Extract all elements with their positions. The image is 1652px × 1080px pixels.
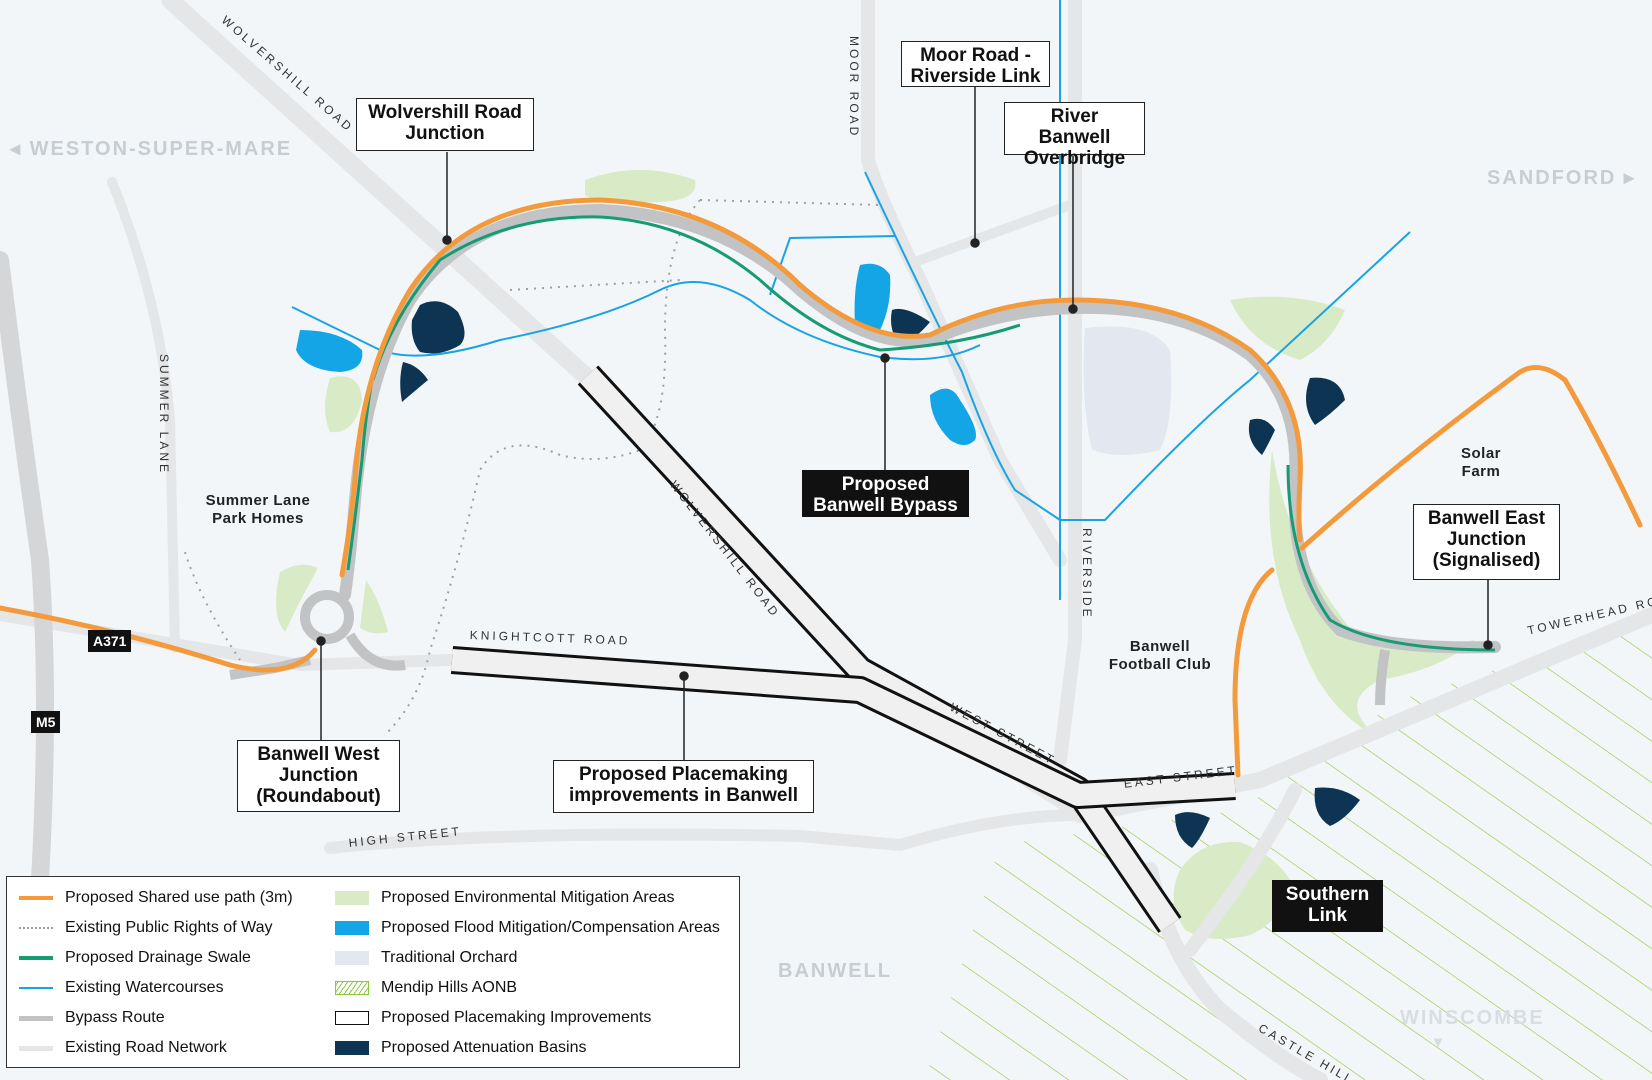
legend-item-road-network: Existing Road Network bbox=[19, 1039, 227, 1057]
road-moor: MOOR ROAD bbox=[847, 36, 861, 139]
legend-label: Existing Road Network bbox=[65, 1039, 227, 1056]
legend-item-drainage-swale: Proposed Drainage Swale bbox=[19, 949, 251, 967]
callout-west-junction: Banwell West Junction (Roundabout) bbox=[237, 740, 400, 812]
legend-label: Traditional Orchard bbox=[381, 949, 518, 966]
legend-item-aonb: Mendip Hills AONB bbox=[335, 979, 517, 997]
legend-item-orchard: Traditional Orchard bbox=[335, 949, 517, 967]
legend-label: Proposed Drainage Swale bbox=[65, 949, 251, 966]
legend-item-flood-mitigation: Proposed Flood Mitigation/Compensation A… bbox=[335, 919, 720, 937]
callout-banwell-bypass: Proposed Banwell Bypass bbox=[802, 470, 969, 517]
callout-east-junction: Banwell East Junction (Signalised) bbox=[1413, 504, 1560, 580]
legend-label: Proposed Shared use path (3m) bbox=[65, 889, 293, 906]
legend-label: Proposed Flood Mitigation/Compensation A… bbox=[381, 919, 720, 936]
road-summer-lane: SUMMER LANE bbox=[157, 354, 171, 476]
bypass-link-south bbox=[1375, 649, 1390, 706]
road-badge-m5: M5 bbox=[31, 711, 61, 733]
legend-item-rights-of-way: Existing Public Rights of Way bbox=[19, 919, 272, 937]
map-legend: Proposed Shared use path (3m) Existing P… bbox=[6, 876, 740, 1068]
dotted-line-icon bbox=[19, 927, 53, 929]
hatched-fill-icon bbox=[335, 981, 369, 995]
legend-label: Mendip Hills AONB bbox=[381, 979, 518, 996]
callout-wolvershill-junction: Wolvershill Road Junction bbox=[356, 98, 534, 151]
orange-line-icon bbox=[19, 896, 53, 900]
legend-label: Existing Watercourses bbox=[65, 979, 224, 996]
place-sandford: SANDFORD ▸ bbox=[1487, 167, 1636, 189]
grey-line-icon bbox=[19, 1015, 53, 1021]
aonb-area bbox=[925, 620, 1652, 1080]
lavender-fill-icon bbox=[335, 951, 369, 965]
navy-fill-icon bbox=[335, 1041, 369, 1055]
blue-line-icon bbox=[19, 987, 53, 989]
traditional-orchard bbox=[1083, 326, 1172, 455]
callout-leaders bbox=[316, 86, 1493, 760]
public-rights-of-way bbox=[184, 199, 881, 736]
roundabout-spur bbox=[345, 632, 406, 671]
west-roundabout bbox=[300, 590, 354, 644]
legend-item-attenuation: Proposed Attenuation Basins bbox=[335, 1039, 586, 1057]
legend-label: Proposed Environmental Mitigation Areas bbox=[381, 889, 675, 906]
legend-item-placemaking: Proposed Placemaking Improvements bbox=[335, 1009, 651, 1027]
legend-label: Existing Public Rights of Way bbox=[65, 919, 273, 936]
attenuation-basins bbox=[400, 301, 1360, 848]
label-summer-lane-park: Summer Lane Park Homes bbox=[205, 492, 311, 527]
callout-southern-link: Southern Link bbox=[1272, 880, 1383, 932]
callout-placemaking: Proposed Placemaking improvements in Ban… bbox=[553, 760, 814, 813]
legend-label: Bypass Route bbox=[65, 1009, 165, 1026]
green-line-icon bbox=[19, 956, 53, 960]
placemaking-improvements bbox=[450, 365, 1236, 933]
legend-label: Proposed Placemaking Improvements bbox=[381, 1009, 652, 1026]
legend-item-watercourses: Existing Watercourses bbox=[19, 979, 224, 997]
legend-item-shared-path: Proposed Shared use path (3m) bbox=[19, 889, 293, 907]
shared-use-path bbox=[0, 197, 1643, 778]
callout-moor-road-link: Moor Road - Riverside Link bbox=[901, 41, 1050, 87]
light-green-fill-icon bbox=[335, 891, 369, 905]
legend-item-bypass-route: Bypass Route bbox=[19, 1009, 165, 1027]
light-grey-line-icon bbox=[19, 1045, 53, 1051]
flood-mitigation-areas bbox=[296, 263, 976, 445]
callout-river-overbridge: River Banwell Overbridge bbox=[1004, 102, 1145, 169]
road-riverside: RIVERSIDE bbox=[1080, 528, 1094, 620]
outline-box-icon bbox=[335, 1011, 369, 1025]
place-weston: ◂ WESTON-SUPER-MARE bbox=[10, 138, 293, 160]
blue-fill-icon bbox=[335, 921, 369, 935]
place-winscombe: WINSCOMBE bbox=[1400, 1007, 1545, 1029]
label-solar-farm: Solar Farm bbox=[1460, 445, 1501, 480]
label-football-club: Banwell Football Club bbox=[1108, 638, 1212, 673]
winscombe-arrow-icon: ▾ bbox=[1434, 1034, 1445, 1051]
legend-item-env-mitigation: Proposed Environmental Mitigation Areas bbox=[335, 889, 675, 907]
road-badge-a371: A371 bbox=[88, 630, 132, 652]
legend-label: Proposed Attenuation Basins bbox=[381, 1039, 587, 1056]
drainage-swale bbox=[346, 215, 1496, 652]
bypass-route bbox=[339, 203, 1501, 654]
place-banwell: BANWELL bbox=[778, 960, 892, 982]
